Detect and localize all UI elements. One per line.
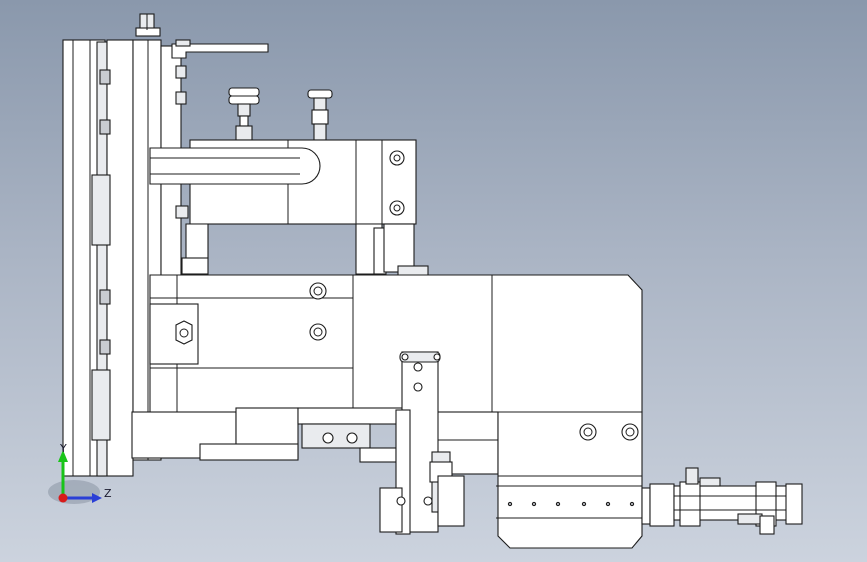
y-axis-label: Y [59,442,67,455]
main-block [149,274,643,413]
support-stand [181,223,429,277]
lower-clamp [379,475,465,533]
right-fitting [307,89,333,141]
axis-origin [58,493,68,503]
z-axis-arrow-icon [92,493,102,503]
bottom-rail [131,407,499,475]
top-screw [135,13,161,37]
rod-cylinder [149,139,417,225]
axis-triad: Y Z [48,442,112,504]
side-air-cylinder [496,467,803,535]
top-plate [171,39,269,59]
left-fitting [228,87,260,141]
lower-block [497,411,643,549]
z-axis-label: Z [104,487,112,500]
y-axis-arrow-icon [58,450,68,462]
